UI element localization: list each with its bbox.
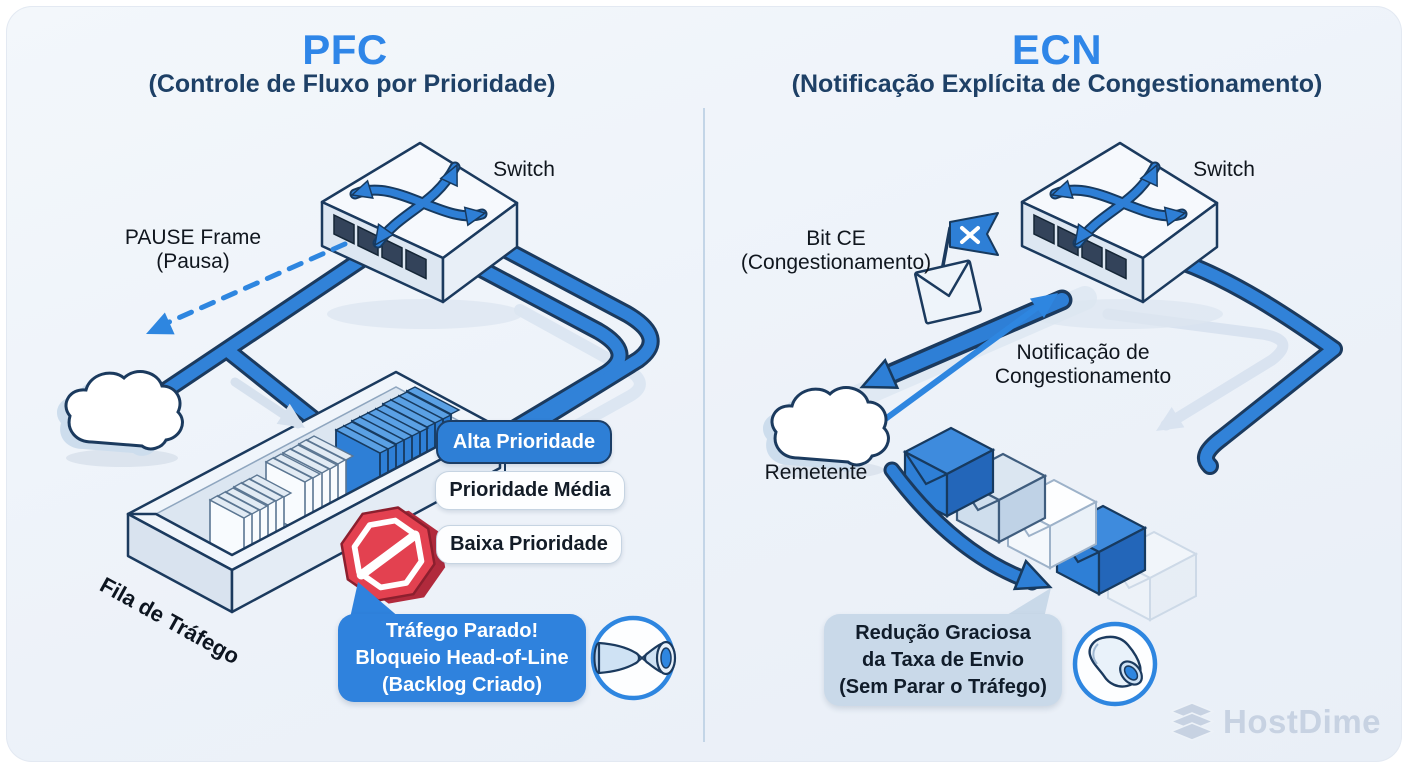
pfc-diagram xyxy=(56,143,677,701)
pfc-callout-text: Tráfego Parado! Bloqueio Head-of-Line (B… xyxy=(355,619,569,696)
ecn-diagram xyxy=(762,143,1343,707)
ecn-callout-text: Redução Graciosa da Taxa de Envio (Sem P… xyxy=(839,621,1047,698)
flagged-envelope-icon xyxy=(914,212,999,325)
cloud-icon xyxy=(56,370,184,467)
priority-label-low-text: Baixa Prioridade xyxy=(450,533,608,555)
switch-label-left: Switch xyxy=(493,158,555,181)
pause-frame-arrow xyxy=(141,241,348,345)
priority-label-medium: Prioridade Média xyxy=(435,471,625,510)
priority-label-high: Alta Prioridade xyxy=(436,420,612,464)
pinched-pipe-icon xyxy=(590,615,677,701)
priority-label-low: Baixa Prioridade xyxy=(436,525,622,564)
sender-cloud-icon xyxy=(762,386,890,479)
bit-ce-label: Bit CE (Congestionamento) xyxy=(740,227,932,274)
pfc-callout: Tráfego Parado! Bloqueio Head-of-Line (B… xyxy=(338,614,586,702)
open-pipe-icon xyxy=(1072,621,1158,707)
notification-label: Notificação de Congestionamento xyxy=(994,341,1172,388)
pfc-title: PFC xyxy=(302,26,388,73)
priority-label-high-text: Alta Prioridade xyxy=(452,430,596,453)
right-callout-tail xyxy=(1002,588,1051,618)
hostdime-logo: HostDime xyxy=(1170,702,1381,742)
priority-label-medium-text: Prioridade Média xyxy=(449,479,611,501)
ecn-subtitle: (Notificação Explícita de Congestionamen… xyxy=(791,70,1323,98)
pfc-subtitle: (Controle de Fluxo por Prioridade) xyxy=(148,70,556,98)
packet-envelopes xyxy=(902,426,1199,622)
rate-reduction-arrow xyxy=(883,461,1057,603)
stacked-layers-icon xyxy=(1170,702,1214,741)
ecn-callout: Redução Graciosa da Taxa de Envio (Sem P… xyxy=(824,614,1062,706)
notification-arrow xyxy=(881,283,1066,423)
switch-label-right: Switch xyxy=(1193,158,1255,181)
hostdime-wordmark: HostDime xyxy=(1223,703,1382,740)
pause-frame-label: PAUSE Frame (Pausa) xyxy=(124,226,262,273)
stop-sign-icon xyxy=(340,506,446,604)
sender-label: Remetente xyxy=(764,461,868,484)
ecn-title: ECN xyxy=(1011,26,1103,73)
left-callout-tail xyxy=(350,582,400,618)
